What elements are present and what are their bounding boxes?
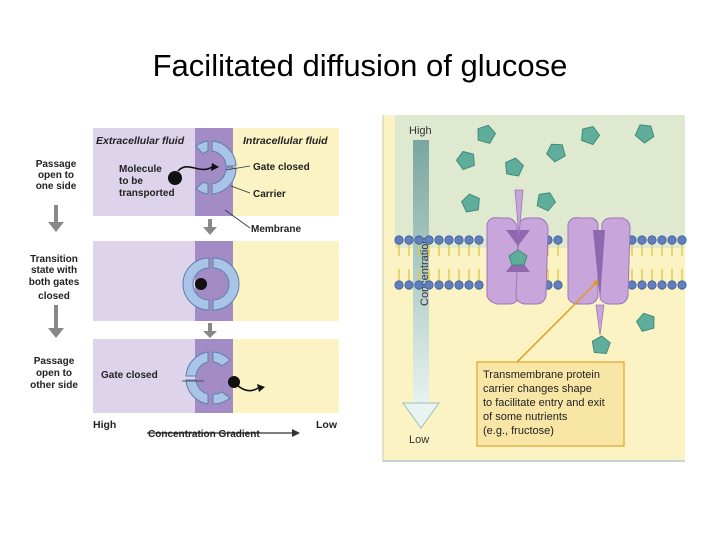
- lipid-head: [627, 280, 637, 290]
- extracellular-region-3: [93, 339, 195, 413]
- lipid-head: [394, 280, 404, 290]
- lipid-head: [667, 235, 677, 245]
- carrier-stage-1: [168, 140, 237, 195]
- protein-right: [567, 217, 631, 336]
- molecule-label-2: to be: [119, 176, 143, 187]
- intracellular-region-2: [233, 241, 339, 321]
- lipid-head: [414, 280, 424, 290]
- lipid-head: [434, 235, 444, 245]
- stage2-label-1: Transition: [30, 254, 78, 265]
- lipid-head: [434, 280, 444, 290]
- lipid-head: [677, 280, 687, 290]
- stage1-label-2: open to: [38, 170, 74, 181]
- lipid-head: [454, 235, 464, 245]
- lipid-head: [677, 235, 687, 245]
- intracellular-region-1: [233, 128, 339, 216]
- slide-title: Facilitated diffusion of glucose: [152, 48, 568, 83]
- lipid-head: [553, 235, 563, 245]
- lipid-head: [404, 235, 414, 245]
- stage1-label-1: Passage: [36, 159, 77, 170]
- concentration-arrow: [402, 140, 440, 429]
- stage2-label-2: state with: [31, 265, 77, 276]
- lipid-head: [474, 235, 484, 245]
- side-arrow-2: [48, 305, 64, 338]
- left-figure: High Concentration Gradient Low Extracel…: [29, 128, 339, 440]
- intracellular-region-3: [233, 339, 339, 413]
- lipid-head: [637, 235, 647, 245]
- caption-box: [476, 361, 625, 447]
- caption-line-1: Transmembrane protein: [483, 369, 600, 381]
- stage2-label-4: closed: [38, 291, 70, 302]
- caption-line-4: of some nutrients: [483, 411, 568, 423]
- molecule-label-3: transported: [119, 188, 175, 199]
- lipid-head: [404, 280, 414, 290]
- right-figure: High Low Concentration: [382, 115, 687, 462]
- molecule-label-1: Molecule: [119, 164, 162, 175]
- conc-low-label: Low: [409, 434, 429, 446]
- molecule-dot-1: [168, 171, 182, 185]
- side-arrow-1: [48, 205, 64, 232]
- lipid-head: [647, 280, 657, 290]
- lipid-head: [444, 235, 454, 245]
- stage3-label-3: other side: [30, 380, 78, 391]
- lipid-head: [637, 280, 647, 290]
- lipid-head: [464, 280, 474, 290]
- stage3-label-1: Passage: [34, 356, 75, 367]
- stage1-label-3: one side: [36, 181, 77, 192]
- caption-line-3: to facilitate entry and exit: [483, 397, 605, 409]
- stage-arrow-2: [203, 323, 217, 338]
- molecule-dot-2: [195, 278, 207, 290]
- stage2-label-3: both gates: [29, 277, 80, 288]
- lipid-head: [394, 235, 404, 245]
- carrier-label: Carrier: [253, 189, 286, 200]
- lipid-head: [414, 235, 424, 245]
- caption-pointer: [516, 282, 597, 363]
- carrier-stage-2: [182, 257, 240, 311]
- lipid-head: [553, 280, 563, 290]
- lipid-head: [454, 280, 464, 290]
- conc-high-label: High: [409, 125, 432, 137]
- caption-line-2: carrier changes shape: [483, 383, 592, 395]
- lipid-head: [657, 235, 667, 245]
- lipid-head: [474, 280, 484, 290]
- lipid-head: [657, 280, 667, 290]
- stage3-label-2: open to: [36, 368, 72, 379]
- lipid-head: [647, 235, 657, 245]
- lipid-head: [464, 235, 474, 245]
- intracellular-label: Intracellular fluid: [243, 135, 328, 147]
- gate-closed-top-label: Gate closed: [253, 162, 310, 173]
- extracellular-region-2: [93, 241, 195, 321]
- extracellular-label: Extracellular fluid: [96, 135, 185, 147]
- lipid-head: [424, 280, 434, 290]
- lipid-head: [667, 280, 677, 290]
- lipid-head: [424, 235, 434, 245]
- gradient-low-label: Low: [316, 419, 338, 431]
- gradient-label: Concentration Gradient: [148, 429, 260, 440]
- membrane-label: Membrane: [251, 224, 301, 235]
- stage-arrow-1: [203, 219, 217, 235]
- gate-closed-bottom-label: Gate closed: [101, 370, 158, 381]
- gradient-high-label: High: [93, 419, 116, 431]
- carrier-stage-3: [185, 351, 265, 405]
- caption-line-5: (e.g., fructose): [483, 425, 554, 437]
- lipid-head: [444, 280, 454, 290]
- protein-left: [486, 189, 549, 305]
